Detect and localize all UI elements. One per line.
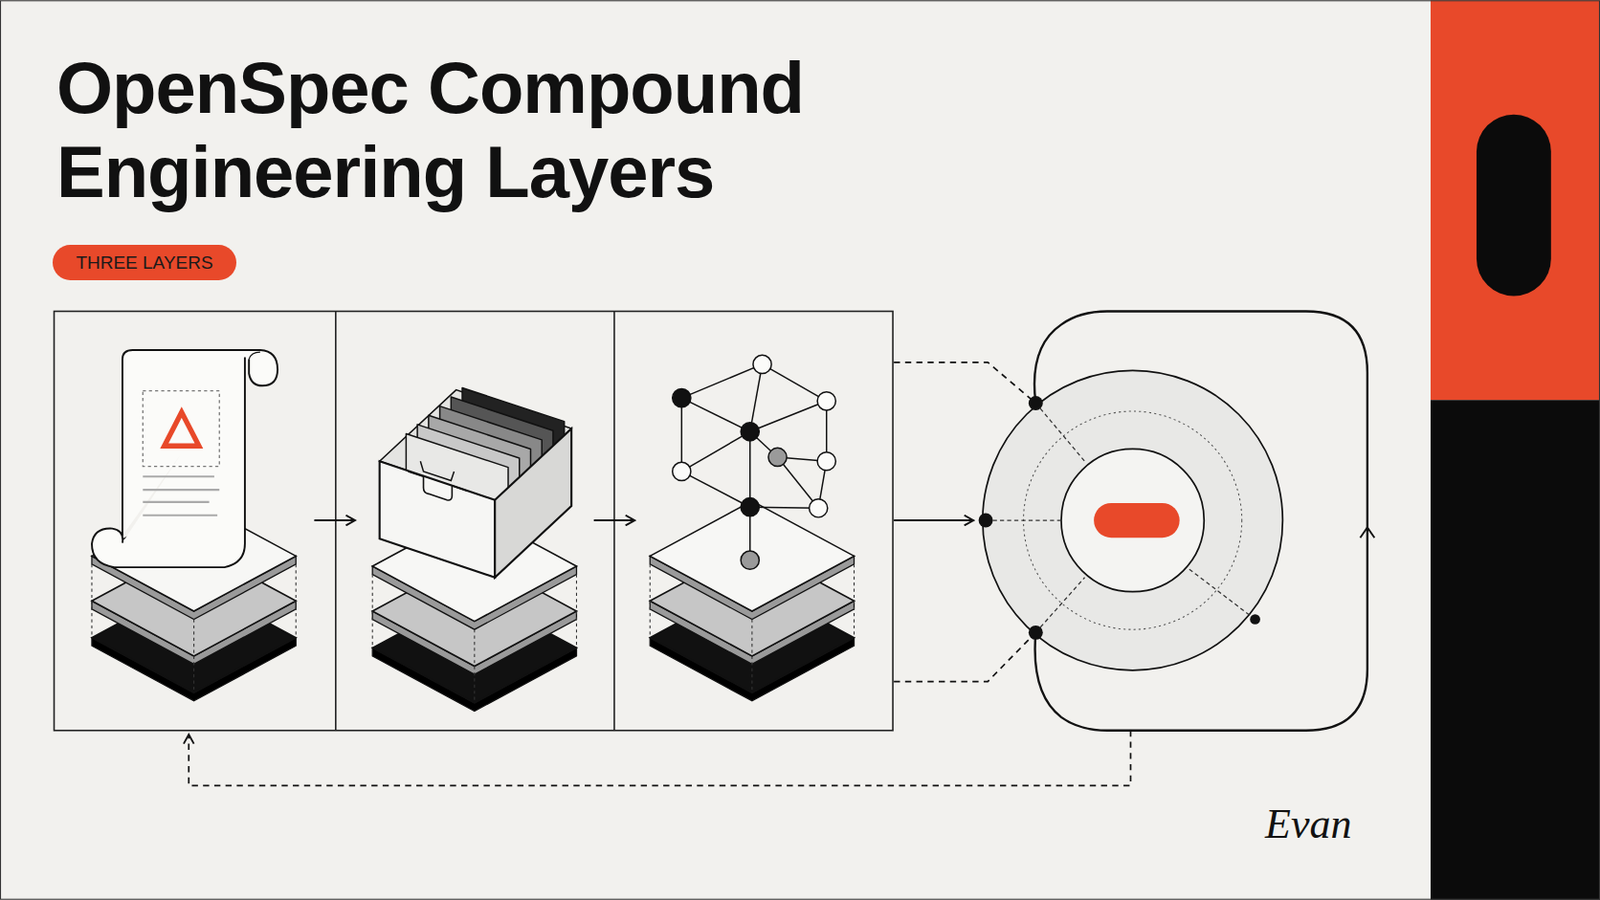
dashed-link <box>893 362 1036 404</box>
badge-text: THREE LAYERS <box>75 252 213 274</box>
junction-dot <box>1028 625 1044 641</box>
layer-stack <box>649 501 854 702</box>
radial-line <box>1035 402 1085 462</box>
text-line <box>142 501 209 504</box>
graph-node <box>768 447 787 467</box>
text-line <box>142 514 218 517</box>
graph-node <box>740 498 759 517</box>
graph-link <box>681 398 750 432</box>
archive-box <box>379 387 572 578</box>
graph-link <box>750 507 819 509</box>
layer-guide <box>751 620 753 694</box>
radial-line <box>1035 577 1085 634</box>
title: OpenSpec Compound Engineering Layers <box>56 45 899 215</box>
box-handle <box>408 471 468 501</box>
graph-node <box>740 551 759 570</box>
badge-pill: THREE LAYERS <box>52 244 237 281</box>
junction-dot <box>1249 614 1261 625</box>
inner-ring <box>1061 448 1204 592</box>
layer-guide <box>576 575 578 649</box>
radial-line <box>985 519 1062 521</box>
box-side <box>494 428 572 578</box>
graph-link <box>681 398 683 472</box>
graph-link <box>750 364 763 432</box>
graph-link <box>750 400 827 432</box>
graph-node <box>672 389 691 408</box>
graph-link <box>681 431 750 472</box>
outer-ring <box>982 370 1284 671</box>
delta-symbol <box>164 412 200 446</box>
loop-outline <box>1034 311 1368 731</box>
panel-frame <box>54 311 894 731</box>
graph-node <box>817 392 836 411</box>
dashed-link <box>893 632 1036 682</box>
graph-node <box>809 499 828 518</box>
core-pill <box>1093 503 1180 538</box>
layer-guide <box>649 564 651 639</box>
flow-arrow <box>893 519 974 522</box>
graph-link <box>749 431 751 508</box>
delta-frame <box>142 391 220 467</box>
graph-node <box>672 462 691 481</box>
radial-line <box>1186 567 1255 620</box>
loop-arrow <box>1359 528 1375 539</box>
dotted-ring <box>1023 411 1243 630</box>
flow-arrow <box>594 519 636 522</box>
layer-guide <box>372 575 374 649</box>
layer-plane <box>649 501 854 612</box>
junction-dot <box>1028 396 1044 411</box>
junction-dot <box>978 513 994 529</box>
dark-panel <box>1430 400 1600 900</box>
box-front <box>379 461 495 578</box>
graph-node <box>817 452 836 471</box>
scroll-sheet <box>91 350 278 568</box>
layer-guide <box>90 564 92 639</box>
feedback-loop <box>188 731 1131 787</box>
spec-scroll <box>91 350 278 568</box>
text-line <box>142 475 215 478</box>
graph-link <box>681 471 750 508</box>
accent-panel <box>1430 0 1600 400</box>
signature: Evan <box>1265 800 1352 849</box>
text-line <box>142 488 220 491</box>
pill-mark <box>1476 114 1552 297</box>
graph-node <box>753 355 772 374</box>
graph-link <box>762 364 827 401</box>
layer-guide <box>853 564 855 639</box>
graph-node <box>740 422 759 442</box>
knowledge-graph <box>672 355 837 570</box>
layer-guide <box>473 629 475 704</box>
flow-arrow <box>313 519 356 522</box>
scroll-curl <box>248 352 261 359</box>
layer-guide <box>193 620 195 694</box>
layer-guide <box>295 564 297 639</box>
graph-link <box>681 364 762 399</box>
